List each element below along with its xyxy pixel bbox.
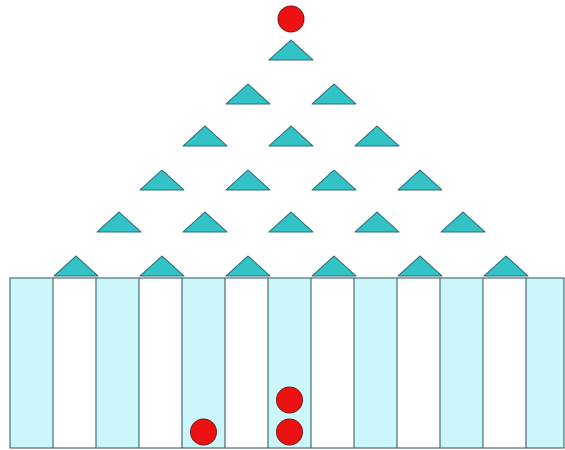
- peg-triangle: [269, 126, 313, 146]
- bin-column: [96, 278, 139, 448]
- settled-ball: [191, 419, 217, 445]
- peg-triangle: [97, 212, 141, 232]
- bin-column: [10, 278, 53, 448]
- peg-triangle: [398, 170, 442, 190]
- peg-triangle: [226, 84, 270, 104]
- bin-column: [354, 278, 397, 448]
- peg-triangle: [355, 212, 399, 232]
- bin-column: [526, 278, 564, 448]
- peg-triangle: [312, 170, 356, 190]
- peg-triangle: [54, 256, 98, 276]
- peg-triangle: [269, 212, 313, 232]
- peg-triangle: [441, 212, 485, 232]
- peg-triangle: [269, 40, 313, 60]
- bin-channel: [53, 278, 96, 448]
- bin-channel: [397, 278, 440, 448]
- bin-channel: [483, 278, 526, 448]
- settled-ball: [277, 419, 303, 445]
- peg-triangle: [140, 256, 184, 276]
- peg-triangle: [312, 256, 356, 276]
- peg-triangle: [183, 126, 227, 146]
- bin-channel: [311, 278, 354, 448]
- bin-channel: [225, 278, 268, 448]
- falling-ball: [278, 6, 304, 32]
- bin-channel: [139, 278, 182, 448]
- peg-triangle: [140, 170, 184, 190]
- peg-triangle: [355, 126, 399, 146]
- peg-triangle: [226, 256, 270, 276]
- pegs-layer: [54, 40, 528, 276]
- peg-triangle: [226, 170, 270, 190]
- settled-ball: [277, 387, 303, 413]
- peg-triangle: [312, 84, 356, 104]
- peg-triangle: [183, 212, 227, 232]
- bin-column: [440, 278, 483, 448]
- peg-triangle: [398, 256, 442, 276]
- peg-triangle: [484, 256, 528, 276]
